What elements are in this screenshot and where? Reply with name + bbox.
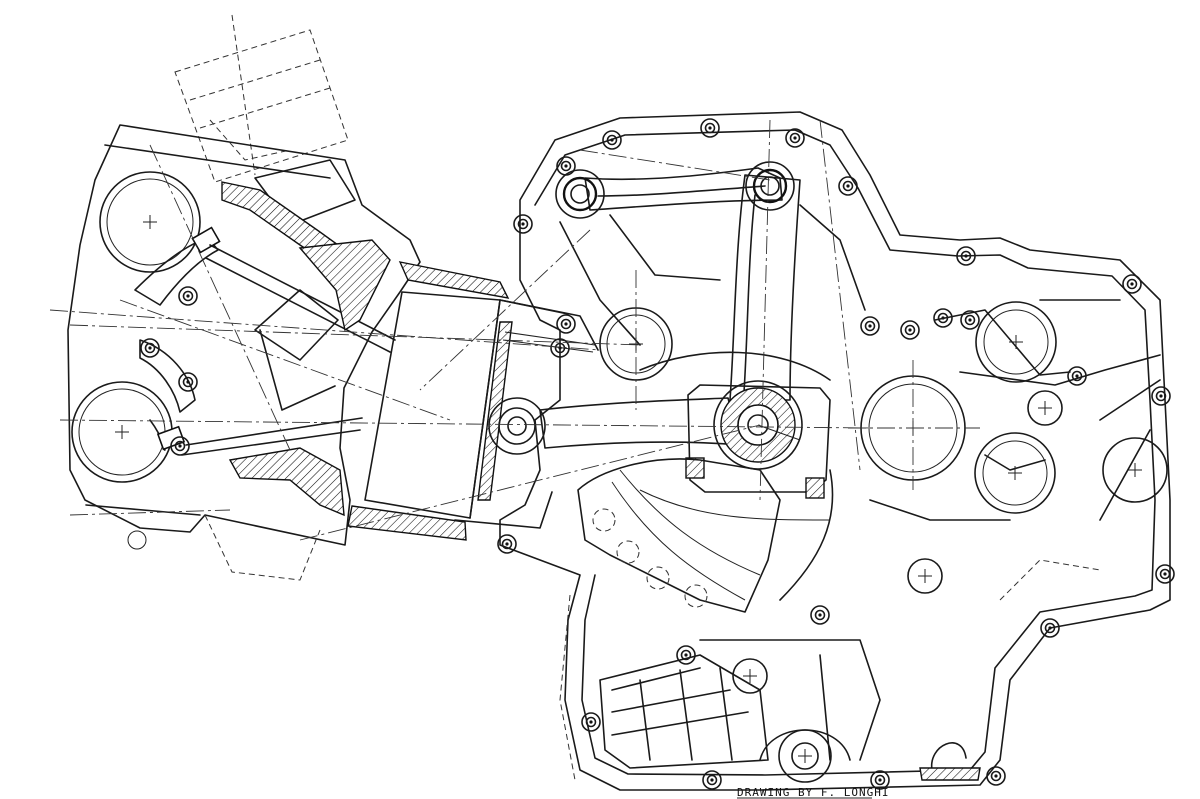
shaft-right-upper — [975, 301, 1057, 383]
oil-sump — [599, 639, 981, 783]
gear-shafts — [599, 299, 1168, 694]
centre-lines — [49, 119, 980, 541]
shaft-lower-center — [907, 558, 943, 594]
shaft-small-right — [1027, 390, 1063, 426]
shaft-right-lower — [974, 432, 1056, 514]
cylinder-and-piston — [347, 261, 599, 541]
connecting-rod — [539, 174, 831, 499]
cylinder-head — [67, 124, 421, 581]
shaft-far-right — [1102, 437, 1168, 503]
crankcase — [497, 111, 1175, 791]
drawing-credit: DRAWING BY F. LONGHI — [737, 786, 889, 799]
upper-camshaft — [99, 171, 201, 273]
shaft-lower-left — [732, 658, 768, 694]
linkage-arm — [555, 161, 866, 346]
crank-counterweight — [577, 351, 834, 613]
